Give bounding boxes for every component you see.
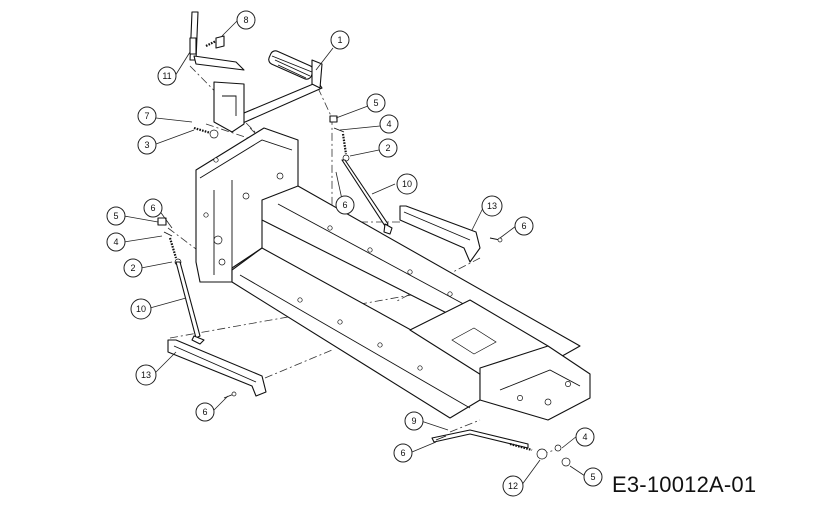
- callout-6b-label: 6: [150, 203, 155, 213]
- callout-5c: 5: [583, 467, 603, 487]
- callout-4c: 4: [575, 427, 595, 447]
- callout-11: 11: [157, 66, 177, 86]
- callout-6b: 6: [143, 198, 163, 218]
- callout-13: 13: [481, 195, 503, 217]
- callout-6d-label: 6: [202, 407, 207, 417]
- bottom-rod: [431, 429, 571, 467]
- callout-7-label: 7: [144, 111, 149, 121]
- callout-6-label: 6: [342, 200, 347, 210]
- callout-8-label: 8: [243, 15, 248, 25]
- callout-5: 5: [366, 93, 386, 113]
- callout-3-label: 3: [144, 140, 149, 150]
- callout-9: 9: [404, 411, 424, 431]
- callout-13-label: 13: [487, 201, 497, 211]
- callout-4c-label: 4: [582, 432, 587, 442]
- callout-12-label: 12: [508, 481, 518, 491]
- callout-10-label: 10: [402, 179, 412, 189]
- callout-7: 7: [137, 106, 157, 126]
- callout-9-label: 9: [411, 416, 416, 426]
- main-frame: [195, 127, 591, 421]
- stabilizer-bars: [167, 205, 503, 399]
- callout-4b: 4: [106, 232, 126, 252]
- callout-3: 3: [137, 135, 157, 155]
- callout-5c-label: 5: [590, 472, 595, 482]
- callout-2-label: 2: [385, 143, 390, 153]
- callout-6e: 6: [393, 443, 413, 463]
- callout-4b-label: 4: [113, 237, 118, 247]
- callout-10b-label: 10: [136, 304, 146, 314]
- callout-2: 2: [378, 138, 398, 158]
- right-link: [329, 115, 393, 235]
- callout-4: 4: [379, 114, 399, 134]
- callout-6c-label: 6: [521, 221, 526, 231]
- callout-6e-label: 6: [400, 448, 405, 458]
- callout-5-label: 5: [373, 98, 378, 108]
- callout-5b-label: 5: [113, 211, 118, 221]
- pedal-assembly: [189, 11, 323, 139]
- callout-13b: 13: [135, 364, 157, 386]
- callout-11-label: 11: [162, 71, 171, 81]
- callout-6: 6: [335, 195, 355, 215]
- callout-6c: 6: [514, 216, 534, 236]
- drawing-code: E3-10012A-01: [612, 472, 757, 497]
- callout-1: 1: [330, 30, 350, 50]
- callout-5b: 5: [106, 206, 126, 226]
- callout-2b-label: 2: [130, 263, 135, 273]
- callout-12: 12: [502, 475, 524, 497]
- callout-8: 8: [236, 10, 256, 30]
- callout-2b: 2: [123, 258, 143, 278]
- callout-6d: 6: [195, 402, 215, 422]
- callout-4-label: 4: [386, 119, 391, 129]
- callout-10b: 10: [130, 298, 152, 320]
- callout-13b-label: 13: [141, 370, 151, 380]
- left-link: [157, 217, 205, 345]
- callout-10: 10: [396, 173, 418, 195]
- callout-1-label: 1: [337, 35, 342, 45]
